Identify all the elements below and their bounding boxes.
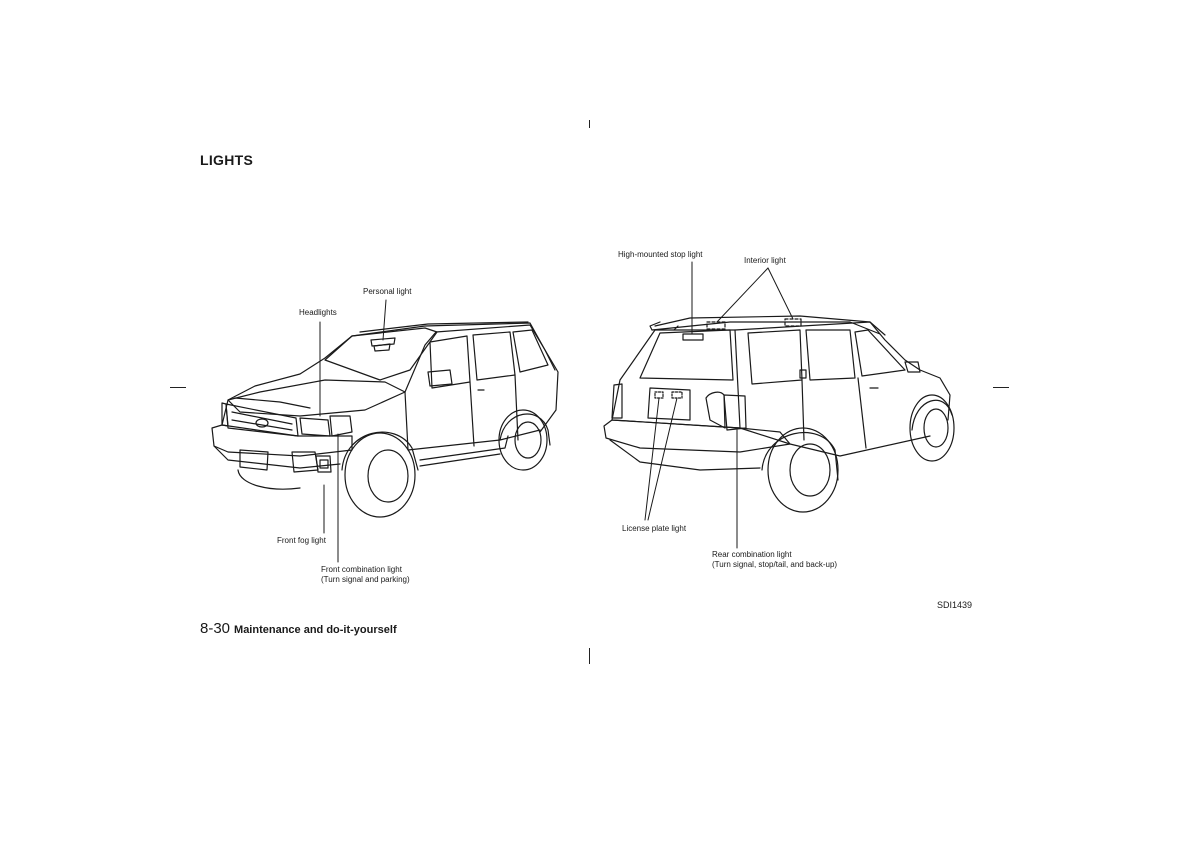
crop-mark-top	[589, 120, 590, 128]
label-headlights: Headlights	[299, 308, 337, 317]
figure-code: SDI1439	[937, 600, 973, 610]
crop-mark-bottom	[589, 648, 590, 664]
label-front-fog-light: Front fog light	[277, 536, 326, 545]
crop-mark-right	[993, 387, 1009, 388]
front-vehicle-illustration	[211, 321, 559, 518]
label-interior-light: Interior light	[744, 256, 786, 265]
crop-mark-left	[170, 387, 186, 388]
rear-vehicle-illustration	[603, 315, 955, 513]
rear-callout-lines	[644, 261, 794, 549]
label-front-combination-light: Front combination light	[321, 565, 402, 574]
page-heading: LIGHTS	[200, 152, 254, 168]
label-personal-light: Personal light	[363, 287, 412, 296]
front-callout-lines	[319, 299, 387, 563]
label-rear-combination-light: Rear combination light	[712, 550, 792, 559]
section-title: Maintenance and do-it-yourself	[234, 624, 397, 636]
label-high-mounted-stop-light: High-mounted stop light	[618, 250, 703, 259]
page-number: 8-30	[200, 620, 231, 637]
label-front-combination-light-note: (Turn signal and parking)	[321, 575, 410, 584]
label-license-plate-light: License plate light	[622, 524, 687, 533]
label-rear-combination-light-note: (Turn signal, stop/tail, and back-up)	[712, 560, 838, 569]
